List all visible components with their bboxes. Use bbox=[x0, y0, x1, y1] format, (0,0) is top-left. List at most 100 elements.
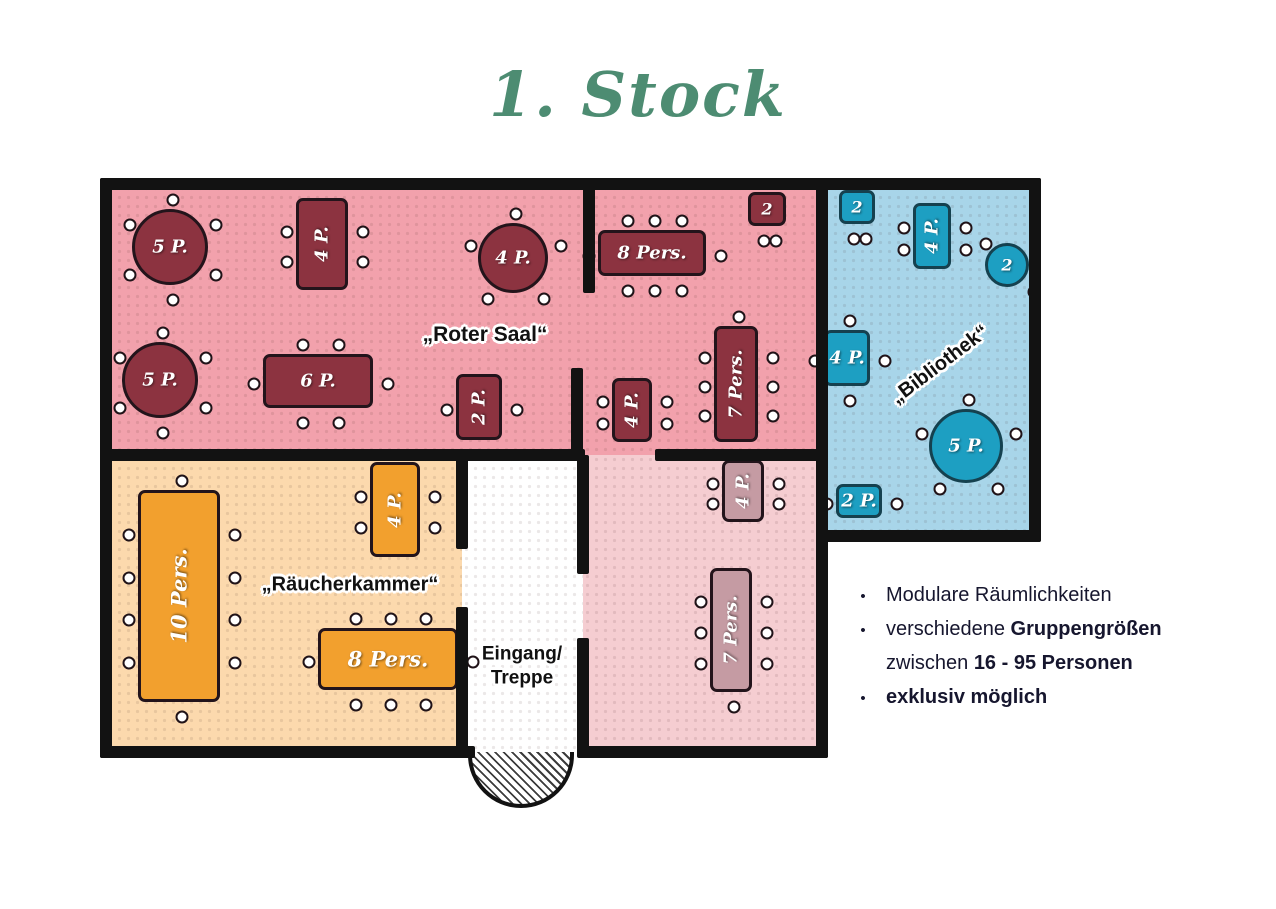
bullet-dot-icon: • bbox=[860, 622, 866, 639]
room-label-roter-saal: „Roter Saal“ bbox=[423, 322, 548, 348]
page-title: 1. Stock bbox=[489, 58, 787, 131]
table-roter-round-5p-b: 5 P. bbox=[113, 326, 213, 440]
legend-line: •Modulare Räumlichkeiten bbox=[840, 583, 1250, 608]
legend-text: zwischen 16 - 95 Personen bbox=[886, 652, 1133, 674]
chair-icon bbox=[660, 417, 674, 431]
chair-icon bbox=[772, 477, 786, 491]
chair-icon bbox=[698, 409, 712, 423]
chair-icon bbox=[419, 698, 433, 712]
chair-icon bbox=[766, 409, 780, 423]
chair-icon bbox=[302, 655, 316, 669]
chair-icon bbox=[706, 477, 720, 491]
table-biblio-rect-2p: 2 P. bbox=[820, 484, 904, 518]
chair-icon bbox=[228, 613, 242, 627]
wall-segment bbox=[583, 746, 828, 758]
chair-icon bbox=[509, 207, 523, 221]
chair-icon bbox=[354, 521, 368, 535]
chair-icon bbox=[466, 655, 480, 669]
legend-text: verschiedene Gruppengrößen bbox=[886, 618, 1162, 640]
chair-icon bbox=[384, 698, 398, 712]
chair-icon bbox=[356, 255, 370, 269]
chair-icon bbox=[122, 528, 136, 542]
chair-icon bbox=[175, 710, 189, 724]
table-capacity-label: 4 P. bbox=[495, 247, 531, 269]
legend-line: zwischen 16 - 95 Personen bbox=[840, 651, 1250, 676]
chair-icon bbox=[247, 377, 261, 391]
chair-icon bbox=[419, 612, 433, 626]
table-biblio-rect-2: 2 bbox=[839, 190, 875, 246]
table-roter-rect-6p: 6 P. bbox=[247, 338, 395, 430]
table-raeucher-rect-8pers: 8 Pers. bbox=[302, 612, 480, 712]
chair-icon bbox=[596, 395, 610, 409]
chair-icon bbox=[228, 656, 242, 670]
wall-segment bbox=[816, 178, 828, 758]
table-capacity-label: 6 P. bbox=[300, 370, 336, 392]
entrance-door-arc bbox=[468, 752, 574, 808]
chair-icon bbox=[878, 354, 892, 368]
chair-icon bbox=[332, 416, 346, 430]
bullet-dot-icon: • bbox=[860, 588, 866, 605]
chair-icon bbox=[464, 239, 478, 253]
room-eingang-treppe bbox=[462, 455, 583, 752]
table-capacity-label: 8 Pers. bbox=[617, 242, 687, 264]
legend-text: exklusiv möglich bbox=[886, 686, 1048, 708]
chair-icon bbox=[356, 225, 370, 239]
chair-icon bbox=[1009, 427, 1023, 441]
chair-icon bbox=[113, 351, 127, 365]
table-capacity-label: 4 P. bbox=[621, 392, 643, 428]
wall-segment bbox=[577, 638, 589, 758]
chair-icon bbox=[296, 416, 310, 430]
chair-icon bbox=[660, 395, 674, 409]
chair-icon bbox=[766, 380, 780, 394]
chair-icon bbox=[706, 497, 720, 511]
chair-icon bbox=[962, 393, 976, 407]
table-biblio-round-5p: 5 P. bbox=[915, 393, 1023, 496]
room-label-line: „Räucherkammer“ bbox=[261, 573, 439, 596]
wall-segment bbox=[577, 455, 589, 574]
table-capacity-label: 8 Pers. bbox=[347, 646, 429, 672]
table-roter-rect-2p: 2 P. bbox=[440, 374, 524, 440]
chair-icon bbox=[596, 417, 610, 431]
chair-icon bbox=[698, 380, 712, 394]
table-roter-rect-4p-a: 4 P. bbox=[280, 198, 370, 290]
wall-segment bbox=[1029, 178, 1041, 542]
wall-segment bbox=[100, 178, 1041, 190]
chair-icon bbox=[714, 249, 728, 263]
chair-icon bbox=[199, 401, 213, 415]
table-capacity-label: 4 P. bbox=[732, 473, 754, 509]
wall-segment bbox=[655, 449, 828, 461]
chair-icon bbox=[296, 338, 310, 352]
table-raeucher-rect-4p: 4 P. bbox=[354, 462, 442, 557]
table-capacity-label: 4 P. bbox=[829, 347, 865, 369]
table-rosa-rect-7pers: 7 Pers. bbox=[694, 568, 774, 714]
table-roter-round-5p-a: 5 P. bbox=[123, 193, 223, 307]
chair-icon bbox=[897, 221, 911, 235]
room-label-raeucherkammer: „Räucherkammer“ bbox=[262, 573, 439, 598]
chair-icon bbox=[890, 497, 904, 511]
chair-icon bbox=[113, 401, 127, 415]
chair-icon bbox=[727, 700, 741, 714]
chair-icon bbox=[933, 482, 947, 496]
chair-icon bbox=[859, 232, 873, 246]
wall-segment bbox=[583, 178, 595, 293]
chair-icon bbox=[843, 314, 857, 328]
chair-icon bbox=[675, 284, 689, 298]
chair-icon bbox=[175, 474, 189, 488]
chair-icon bbox=[123, 218, 137, 232]
chair-icon bbox=[897, 243, 911, 257]
room-label-line: „Roter Saal“ bbox=[422, 322, 548, 346]
chair-icon bbox=[199, 351, 213, 365]
table-roter-rect-7pers: 7 Pers. bbox=[698, 310, 780, 442]
chair-icon bbox=[915, 427, 929, 441]
chair-icon bbox=[537, 292, 551, 306]
chair-icon bbox=[554, 239, 568, 253]
chair-icon bbox=[675, 214, 689, 228]
wall-segment bbox=[100, 178, 112, 758]
chair-icon bbox=[122, 613, 136, 627]
chair-icon bbox=[428, 521, 442, 535]
table-biblio-rect-4p-a: 4 P. bbox=[897, 203, 973, 269]
chair-icon bbox=[694, 657, 708, 671]
table-capacity-label: 5 P. bbox=[948, 435, 984, 457]
